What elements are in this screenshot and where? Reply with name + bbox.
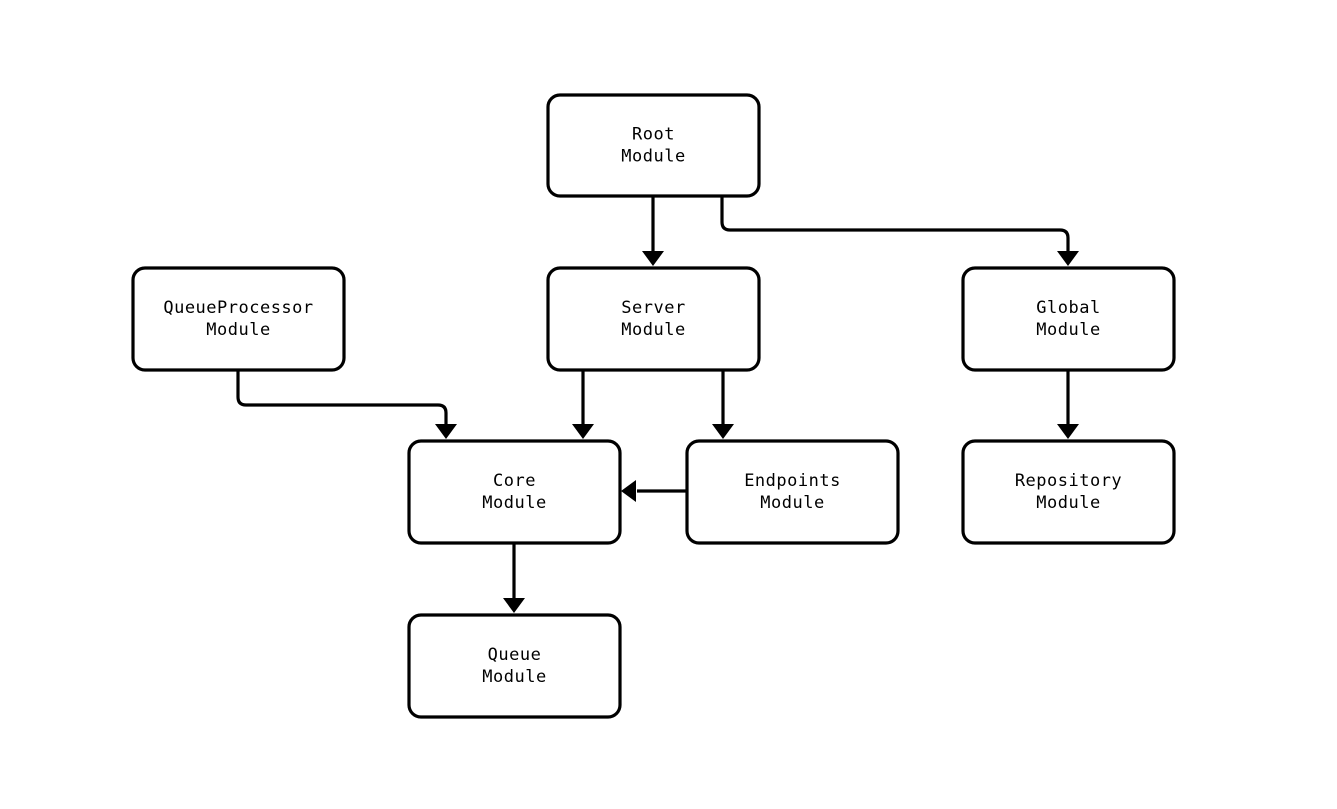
node-label-line2: Module [1036, 493, 1100, 513]
arrowhead-icon [621, 480, 636, 502]
edge-server-to-endpoints [712, 370, 734, 439]
edge-layer [236, 196, 1079, 613]
edge-root-to-server [642, 196, 664, 266]
node-label-line2: Module [621, 147, 685, 167]
node-label-line1: QueueProcessor [163, 298, 313, 318]
node-label-line1: Core [493, 471, 536, 491]
edge-root-to-global [720, 196, 1079, 266]
node-box[interactable] [685, 439, 900, 545]
node-label-line1: Repository [1015, 471, 1122, 491]
node-label-line1: Queue [488, 645, 542, 665]
node-label-line2: Module [621, 320, 685, 340]
arrowhead-icon [503, 598, 525, 613]
edge-endpoints-to-core [621, 480, 687, 502]
node-box[interactable] [546, 266, 761, 372]
node-label-line2: Module [760, 493, 824, 513]
node-box[interactable] [407, 613, 622, 719]
node-label-line1: Server [621, 298, 685, 318]
node-box[interactable] [961, 266, 1176, 372]
node-box[interactable] [546, 93, 761, 198]
arrowhead-icon [712, 424, 734, 439]
node-box[interactable] [407, 439, 622, 545]
node-label-line1: Global [1036, 298, 1100, 318]
node-layer: RootModuleQueueProcessorModuleServerModu… [131, 93, 1176, 719]
node-label-line1: Root [632, 125, 675, 145]
node-box[interactable] [131, 266, 346, 372]
arrowhead-icon [1057, 251, 1079, 266]
node-label-line2: Module [206, 320, 270, 340]
node-label-line1: Endpoints [744, 471, 841, 491]
node-box[interactable] [961, 439, 1176, 545]
edge-queueprocessor-to-core [236, 370, 457, 439]
edge-core-to-queue [503, 543, 525, 613]
arrowhead-icon [1057, 424, 1079, 439]
node-label-line2: Module [1036, 320, 1100, 340]
node-label-line2: Module [482, 493, 546, 513]
edge-global-to-repository [1057, 370, 1079, 439]
arrowhead-icon [642, 251, 664, 266]
edge-server-to-core [572, 370, 594, 439]
node-label-line2: Module [482, 667, 546, 687]
arrowhead-icon [572, 424, 594, 439]
arrowhead-icon [435, 424, 457, 439]
